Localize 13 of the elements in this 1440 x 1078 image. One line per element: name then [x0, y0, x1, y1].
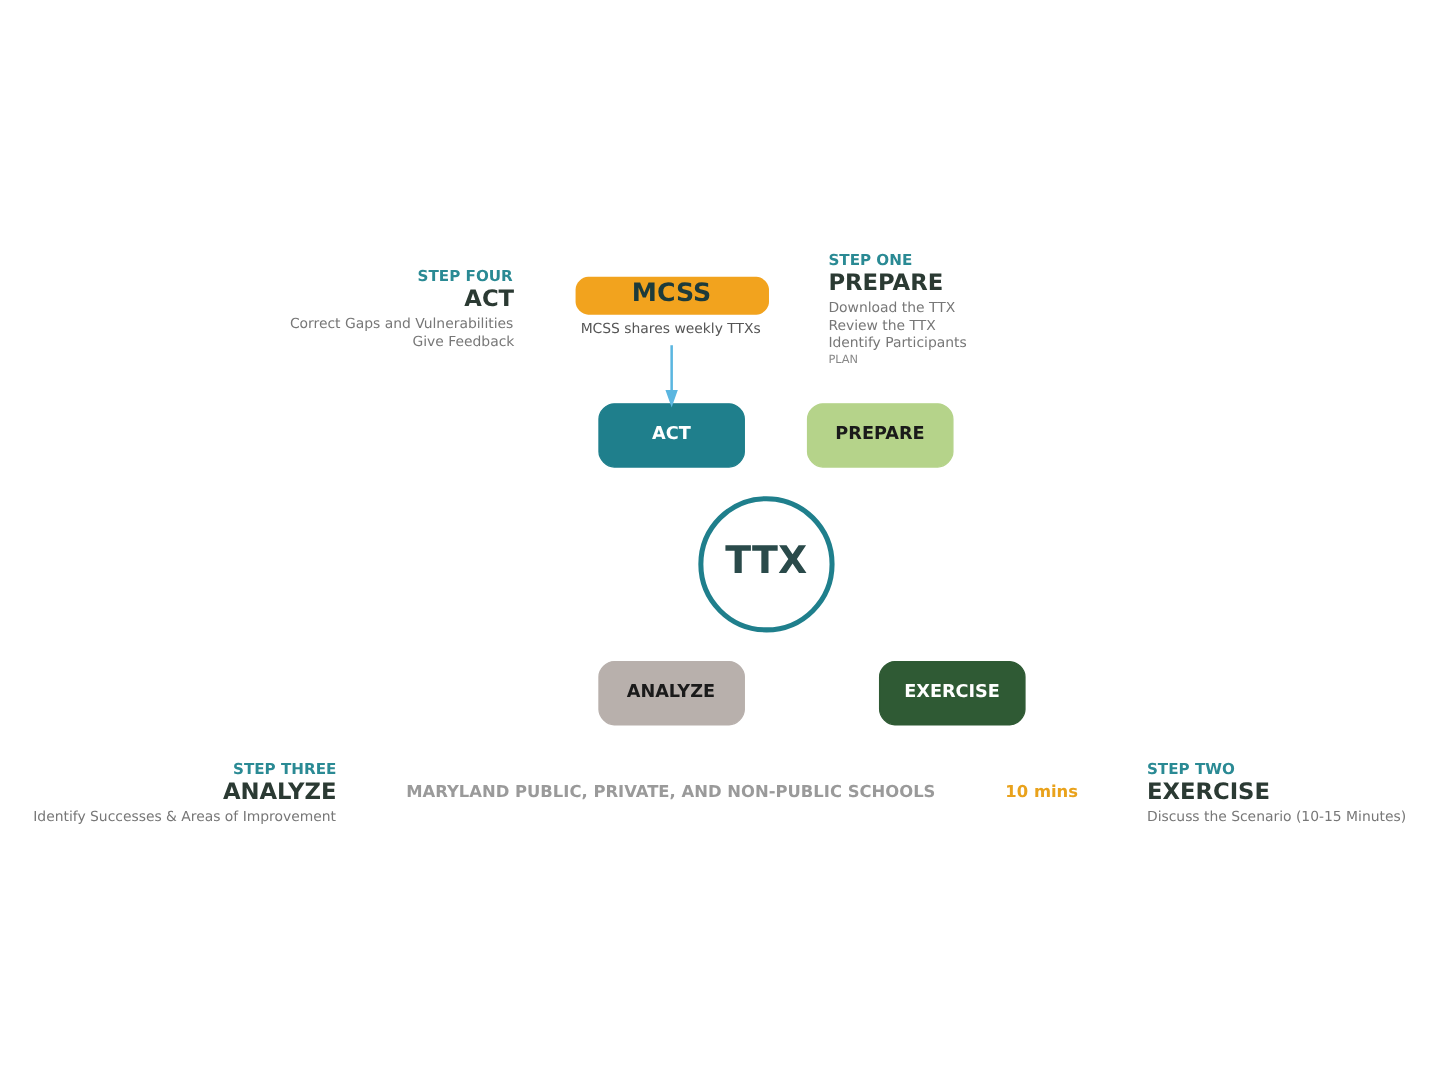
label: 10 mins: [1005, 780, 1079, 801]
label: MARYLAND PUBLIC, PRIVATE, AND NON-PUBLIC SCHOOLS: [406, 780, 936, 801]
node-circle: TTX: [698, 496, 835, 633]
arrow: [665, 345, 678, 408]
node-box: PREPARE: [806, 403, 954, 468]
node-box: ANALYZE: [598, 660, 745, 726]
label: ANALYZE: [222, 777, 337, 806]
label: ACT: [464, 284, 515, 313]
node-box: MCSS: [575, 276, 769, 315]
label: EXERCISE: [1146, 777, 1271, 806]
node-box: ACT: [598, 403, 745, 468]
node-box: EXERCISE: [878, 660, 1026, 726]
label: PREPARE: [828, 267, 944, 296]
